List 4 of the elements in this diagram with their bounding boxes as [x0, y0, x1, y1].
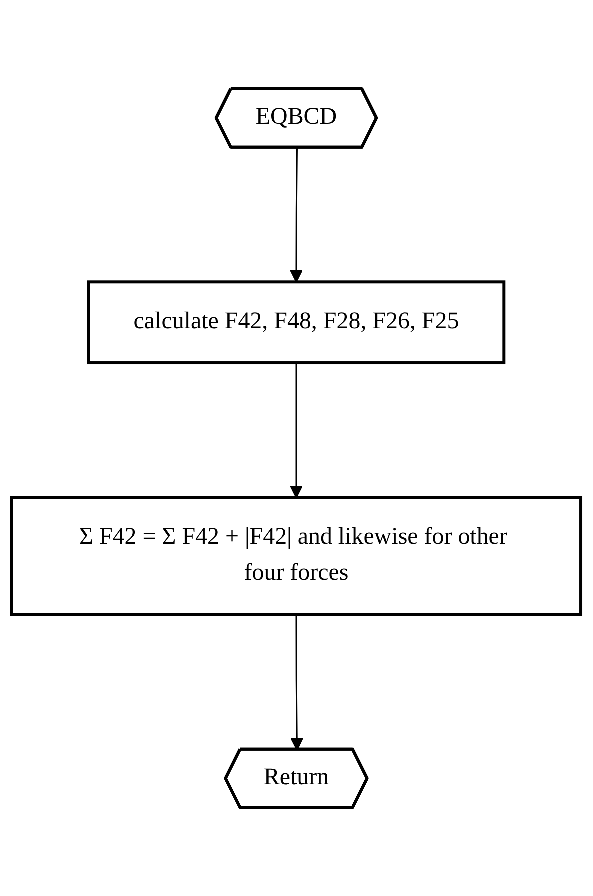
arrow	[290, 362, 304, 498]
node-box: calculate F42, F48, F28, F26, F25	[87, 280, 506, 364]
node-box: Σ F42 = Σ F42 + |F42| and likewise for other four forces	[10, 496, 583, 616]
arrow	[290, 148, 304, 282]
